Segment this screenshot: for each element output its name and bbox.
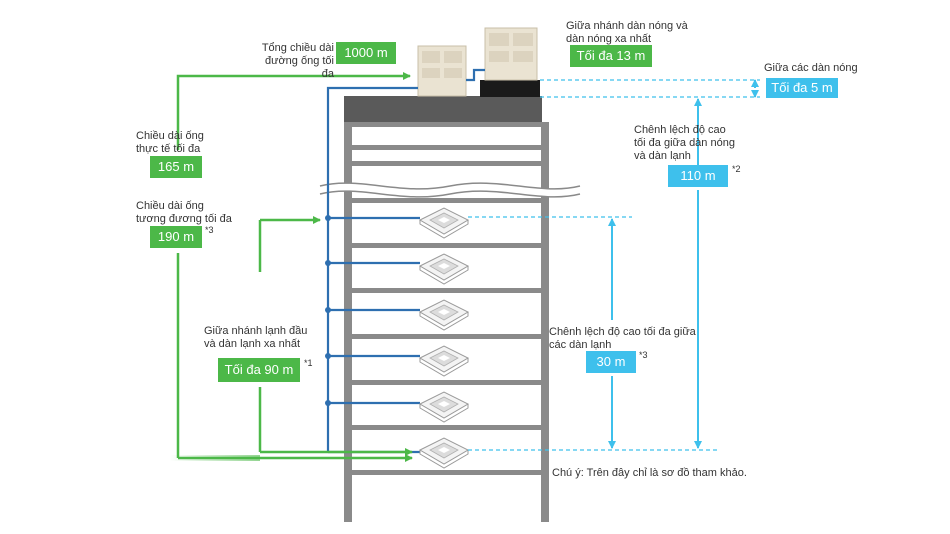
badge-equiv-pipe: 190 m [150,226,202,248]
indoor-cassette-unit [418,345,470,377]
branch-joints [325,215,331,406]
reference-lines [468,79,760,451]
footnote-height-indoor: *3 [639,350,648,360]
indoor-units [418,207,470,469]
label-line: và dàn lạnh [634,150,691,162]
indoor-cassette-unit [418,299,470,331]
label-line: Chênh lệch độ cao tối đa giữa [549,326,696,338]
label-between-outdoor: Giữa các dàn nóng [764,62,858,74]
label-line: Tổng chiều dài [261,42,334,54]
badge-outdoor-branch: Tối đa 13 m [570,45,652,67]
note-text: Chú ý: Trên đây chỉ là sơ đồ tham khảo. [552,467,747,479]
label-height-outdoor-indoor: Chênh lệch độ cao tối đa giữa dàn nóng v… [634,124,754,163]
building-left-column [344,122,352,522]
footnote-indoor-branch: *1 [304,358,313,368]
badge-total-pipe: 1000 m [336,42,396,64]
label-line: đường ống tối đa [264,55,334,80]
indoor-cassette-unit [418,437,470,469]
label-indoor-branch: Giữa nhánh lạnh đầu và dàn lạnh xa nhất [204,325,324,351]
building-right-column [541,122,549,522]
badge-height-outdoor-indoor: 110 m [668,165,728,187]
pipe-length-arrows [176,72,413,462]
label-equiv-pipe: Chiều dài ống tương đương tối đa [136,200,246,226]
label-outdoor-branch: Giữa nhánh dàn nóng và dàn nóng xa nhất [566,20,706,46]
indoor-cassette-unit [418,207,470,239]
badge-indoor-branch: Tối đa 90 m [218,358,300,382]
footnote-equiv-pipe: *3 [205,225,214,235]
label-height-indoor: Chênh lệch độ cao tối đa giữa các dàn lạ… [549,326,709,352]
label-line: các dàn lạnh [549,339,612,351]
footnote-height-outdoor-indoor: *2 [732,164,741,174]
label-line: tối đa giữa dàn nóng [634,137,735,149]
label-line: Giữa nhánh lạnh đầu [204,325,308,337]
height-arrows [608,79,759,449]
label-line: và dàn lạnh xa nhất [204,338,301,350]
label-line: Chiều dài ống [136,130,204,142]
building [319,96,581,522]
outdoor-unit-1 [417,45,467,97]
label-line: Chiều dài ống [136,200,204,212]
label-actual-pipe: Chiều dài ống thực tế tối đa [136,130,236,156]
pipe-fade [170,455,260,461]
label-line: thực tế tối đa [136,143,201,155]
badge-height-indoor: 30 m [586,351,636,373]
outdoor-unit-2 [484,27,538,81]
badge-actual-pipe: 165 m [150,156,202,178]
label-line: dàn nóng xa nhất [566,33,652,45]
badge-between-outdoor: Tối đa 5 m [766,78,838,98]
roof-slab [344,96,542,122]
label-line: Chênh lệch độ cao [634,124,726,136]
outdoor-unit-base [480,80,540,97]
indoor-cassette-unit [418,391,470,423]
label-line: tương đương tối đa [136,213,232,225]
label-total-pipe: Tổng chiều dài đường ống tối đa [256,42,334,81]
indoor-cassette-unit [418,253,470,285]
label-line: Giữa nhánh dàn nóng và [566,20,688,32]
